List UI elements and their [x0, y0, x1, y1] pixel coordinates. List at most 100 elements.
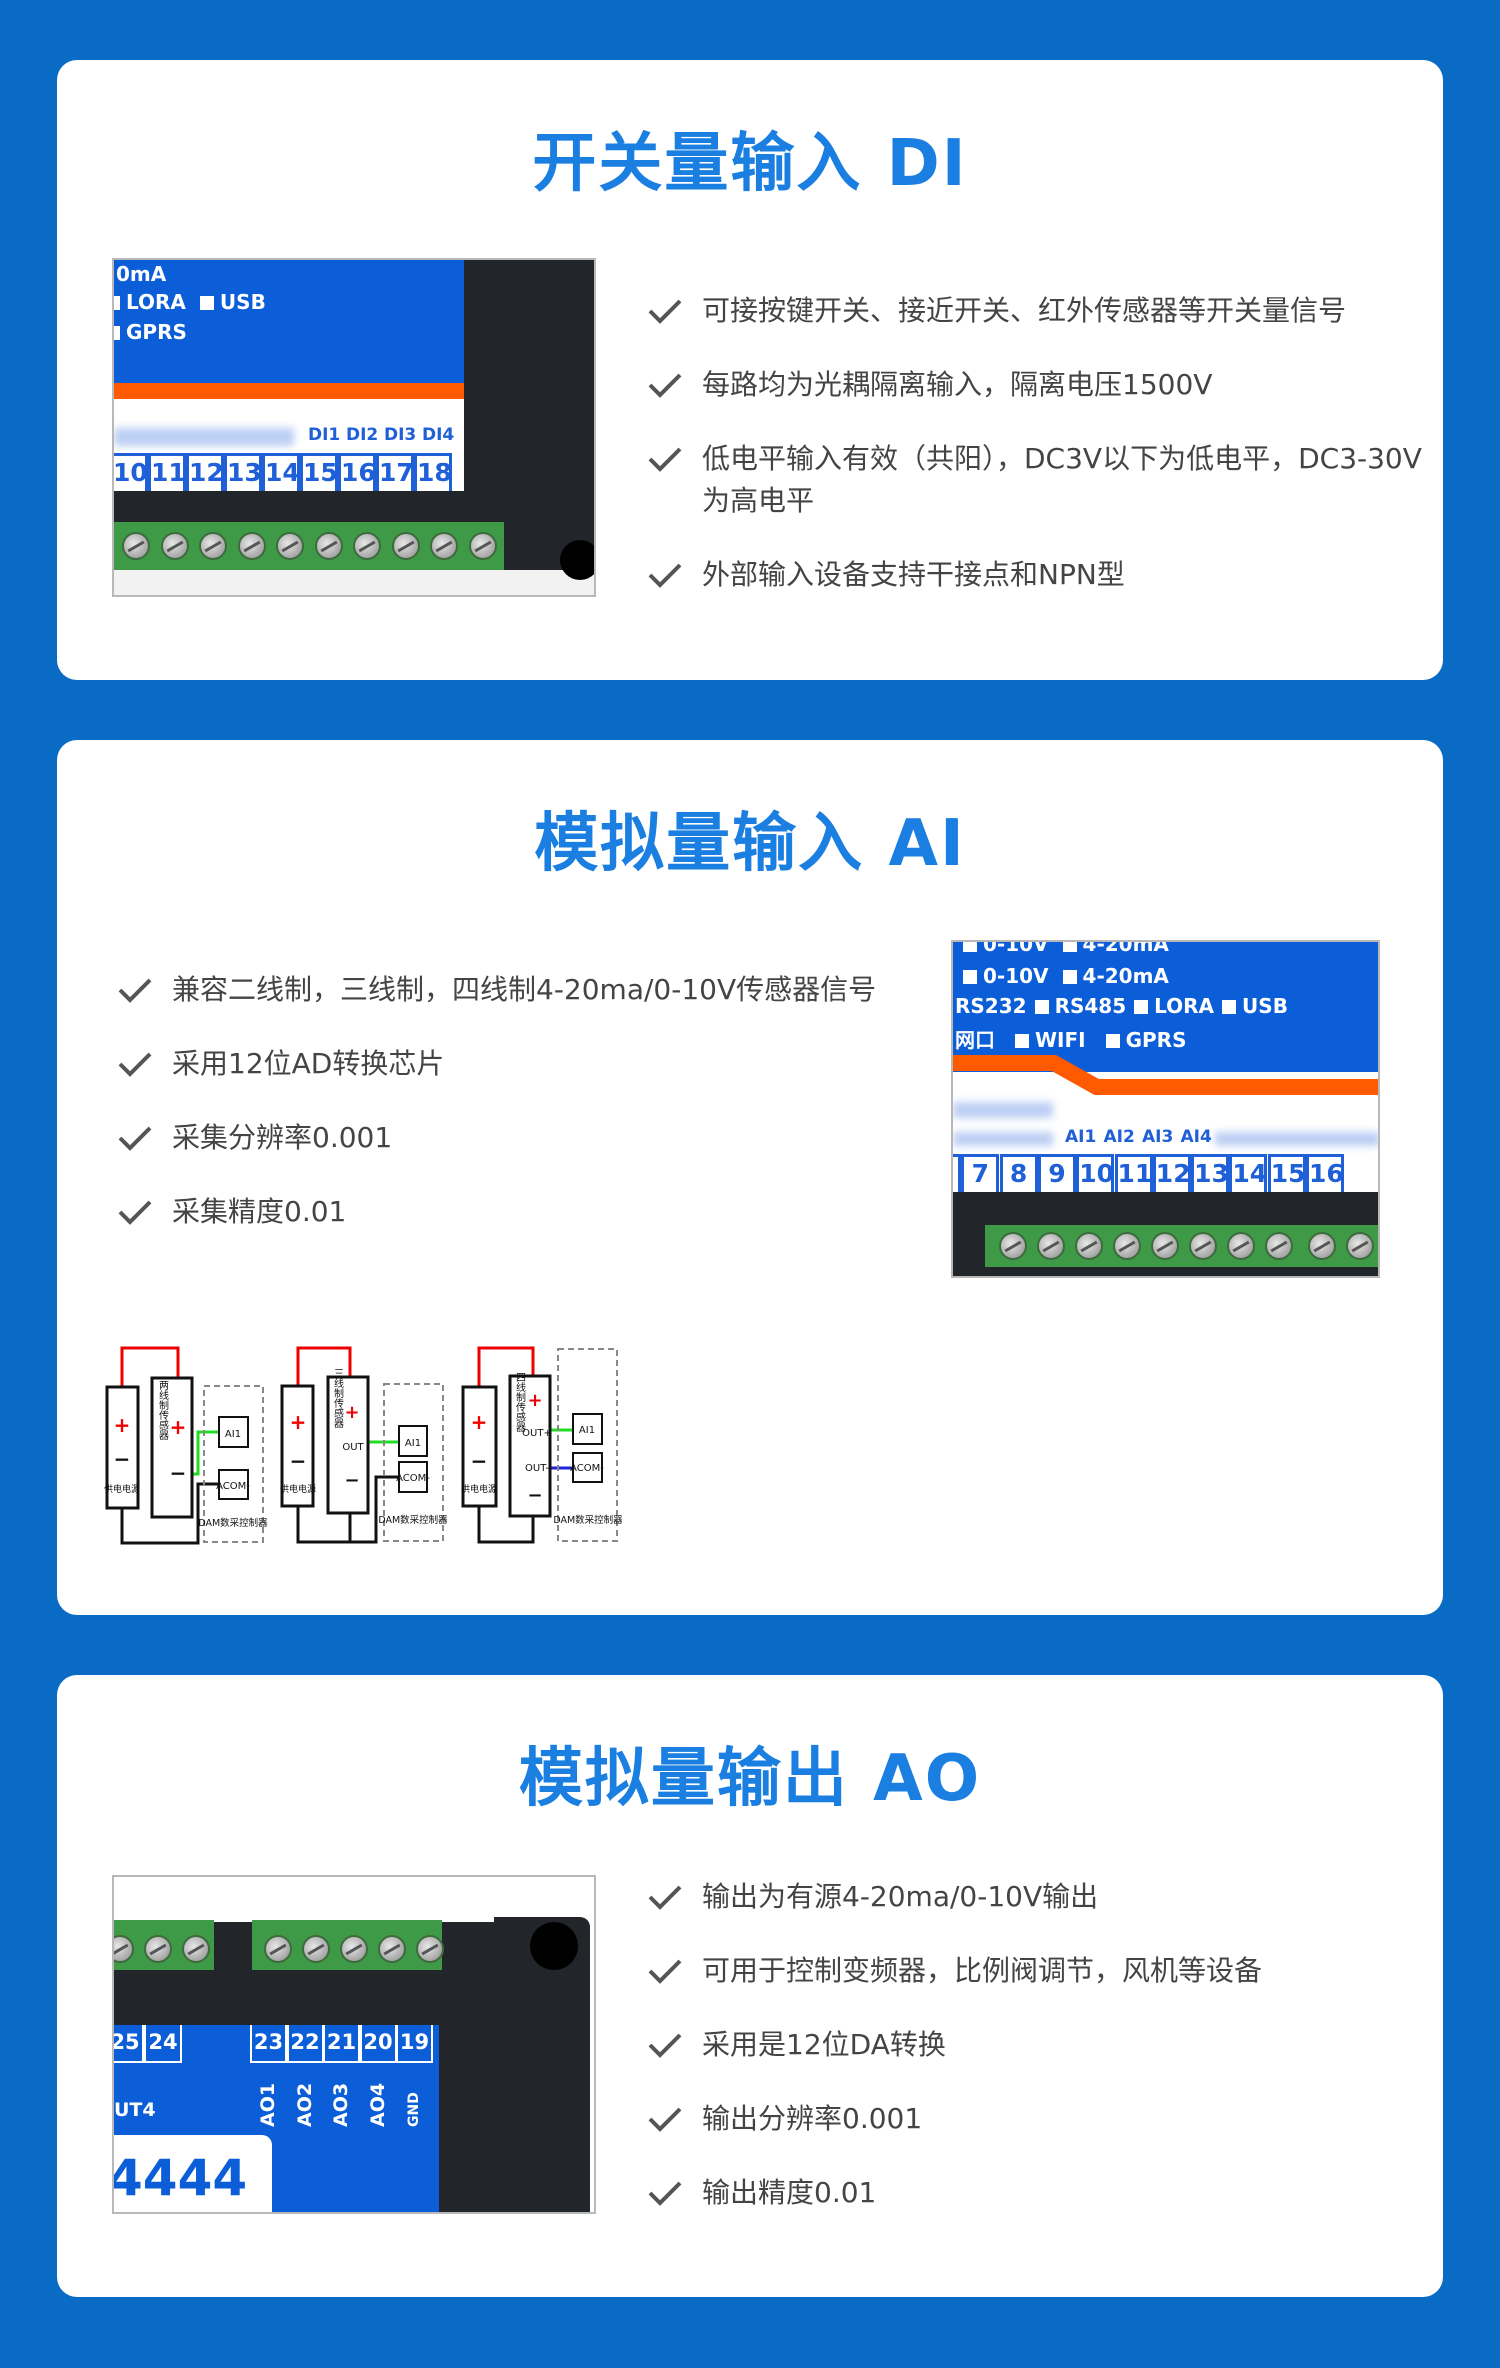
- acom-box: [572, 1452, 603, 1483]
- option-label: WIFI: [1035, 1028, 1086, 1052]
- sensor-plus: +: [344, 1402, 359, 1423]
- sensor-out-minus: OUT-: [525, 1463, 549, 1474]
- terminal-screw: [1075, 1232, 1103, 1260]
- checkbox-square: [1222, 1000, 1237, 1014]
- checkbox-square: [963, 942, 977, 952]
- feature-text: 输出分辨率0.001: [702, 2102, 923, 2135]
- power-minus: −: [290, 1449, 307, 1473]
- option-label: 网口: [955, 1028, 995, 1052]
- terminal-number: 11: [148, 453, 186, 491]
- sensor-box: [150, 1376, 194, 1519]
- blurred-labels: [953, 1132, 1053, 1146]
- relay-label: UT4: [114, 2099, 156, 2121]
- terminal-screw: [999, 1232, 1027, 1260]
- terminal-number: 10: [1076, 1154, 1115, 1192]
- red-wire: [120, 1346, 180, 1387]
- blue-panel: [953, 942, 1378, 1072]
- channel-label: GND: [406, 2092, 422, 2127]
- terminal-number: 24: [144, 2025, 182, 2063]
- power-box: [461, 1385, 498, 1508]
- checkbox-square: [1034, 1000, 1049, 1014]
- option-label: 4-20mA: [1082, 964, 1169, 988]
- terminal-screw: [391, 532, 420, 560]
- panel-text: 0mA: [116, 262, 167, 286]
- checkbox-square: [199, 296, 214, 310]
- mount-hole: [560, 540, 594, 580]
- terminal-screw: [1113, 1232, 1141, 1260]
- terminal-screw: [1037, 1232, 1065, 1260]
- check-icon: [648, 2181, 682, 2206]
- model-number: 4444: [112, 2149, 248, 2207]
- feature-item: 采集精度0.01: [118, 1191, 918, 1233]
- channel-label: AO4: [366, 2082, 389, 2127]
- option-label: RS232: [955, 994, 1027, 1018]
- channel-label: DI1: [308, 425, 341, 445]
- feature-text: 外部输入设备支持干接点和NPN型: [702, 558, 1125, 591]
- ai1-box: [572, 1413, 603, 1445]
- terminal-number: 12: [186, 453, 224, 491]
- channel-label: AI1: [1065, 1127, 1097, 1147]
- blue-panel: [114, 260, 464, 383]
- checkbox-square: [114, 326, 120, 340]
- checkbox-square: [1105, 1034, 1120, 1048]
- terminal-screw: [237, 532, 266, 560]
- feature-item: 采用12位AD转换芯片: [118, 1043, 918, 1085]
- di-feature-list: 可接按键开关、接近开关、红外传感器等开关量信号每路均为光耦隔离输入，隔离电压15…: [648, 290, 1438, 628]
- sensor-out-plus: OUT+: [522, 1428, 552, 1439]
- feature-text: 采集分辨率0.001: [172, 1121, 393, 1154]
- di-title: 开关量输入 DI: [532, 127, 968, 201]
- terminal-number: 21: [323, 2025, 360, 2063]
- feature-text: 可接按键开关、接近开关、红外传感器等开关量信号: [702, 294, 1347, 327]
- dam-box: [557, 1348, 618, 1542]
- feature-item: 可用于控制变频器，比例阀调节，风机等设备: [648, 1950, 1438, 1992]
- terminal-number: 8: [999, 1154, 1038, 1192]
- checkbox-square: [1062, 970, 1077, 984]
- feature-item: 输出分辨率0.001: [648, 2098, 1438, 2140]
- sensor-label: 三线制传感器: [332, 1368, 344, 1429]
- check-icon: [118, 1126, 152, 1151]
- terminal-number: 12: [1152, 1154, 1191, 1192]
- check-icon: [648, 373, 682, 398]
- feature-text: 低电平输入有效（共阳），DC3V以下为低电平，DC3-30V为高电平: [702, 442, 1422, 517]
- option-label: RS485: [1054, 994, 1127, 1018]
- terminal-screw: [1227, 1232, 1255, 1260]
- terminal-screw: [1265, 1232, 1293, 1260]
- terminal-screw: [276, 532, 304, 560]
- power-label: 供电电源: [461, 1483, 497, 1495]
- ai-title: 模拟量输入 AI: [534, 807, 966, 881]
- channel-label: DI2: [346, 425, 379, 445]
- terminal-number: 25: [114, 2025, 144, 2063]
- option-label: LORA: [1154, 994, 1215, 1018]
- terminal-screw: [160, 532, 189, 560]
- blurred-labels: [953, 1102, 1053, 1118]
- terminal-screw: [199, 532, 227, 560]
- checkbox-square: [1062, 942, 1077, 952]
- terminal-screw: [353, 532, 381, 560]
- channel-label: DI3: [384, 425, 417, 445]
- check-icon: [648, 1959, 682, 1984]
- white-bottom: [114, 570, 594, 595]
- feature-text: 输出为有源4-20ma/0-10V输出: [702, 1880, 1099, 1913]
- feature-item: 输出为有源4-20ma/0-10V输出: [648, 1876, 1438, 1918]
- terminal-number: 13: [224, 453, 262, 491]
- channel-label: AI3: [1142, 1127, 1174, 1147]
- feature-text: 兼容二线制，三线制，四线制4-20ma/0-10V传感器信号: [172, 973, 877, 1006]
- sensor-minus: −: [527, 1485, 542, 1506]
- option-label: GPRS: [1125, 1028, 1187, 1052]
- feature-text: 采集精度0.01: [172, 1195, 347, 1228]
- checkbox-square: [1134, 1000, 1149, 1014]
- acom-label: ACOM-: [570, 1463, 604, 1474]
- dam-label: DAM数采控制器: [553, 1514, 623, 1526]
- feature-text: 每路均为光耦隔离输入，隔离电压1500V: [702, 368, 1213, 401]
- power-plus: +: [471, 1410, 488, 1434]
- terminal-number: 23: [250, 2025, 287, 2063]
- terminal-screw: [182, 1935, 210, 1963]
- terminal-number: 18: [414, 453, 452, 491]
- acom-box: [218, 1469, 249, 1500]
- checkbox-square: [963, 970, 977, 984]
- ai1-label: AI1: [405, 1438, 421, 1449]
